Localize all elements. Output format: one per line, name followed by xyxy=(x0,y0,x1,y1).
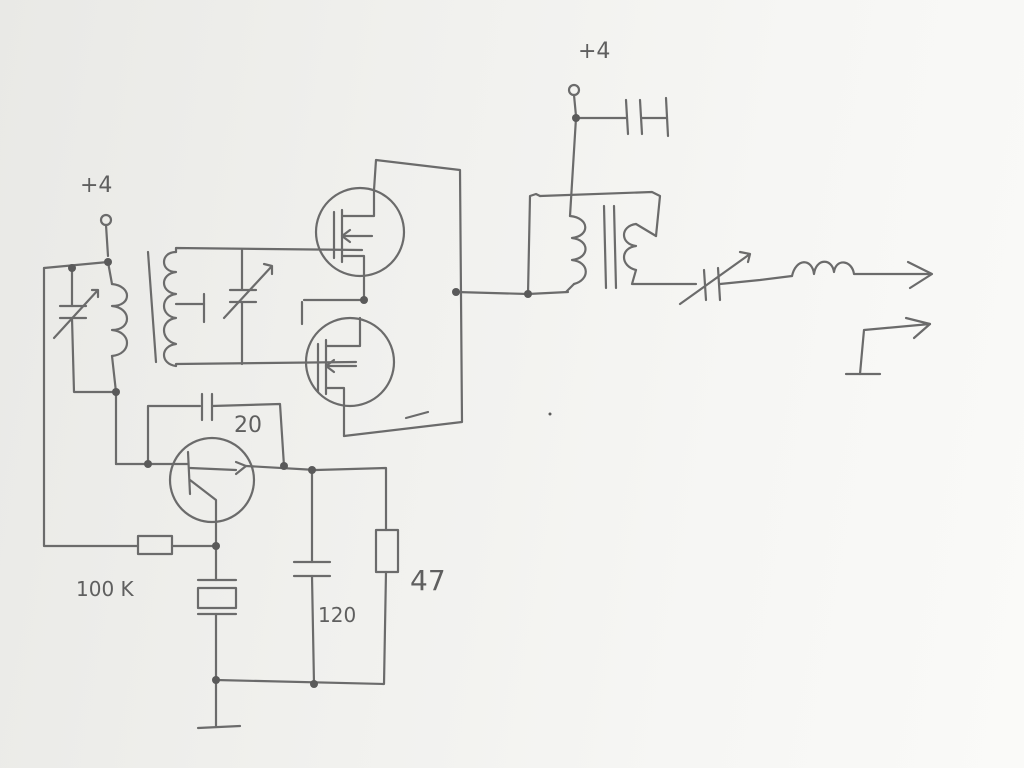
output-transformer xyxy=(526,116,698,296)
ground-arrow-icon xyxy=(904,316,932,340)
supply-label-right: +4 xyxy=(578,39,610,64)
bias-resistor xyxy=(136,534,218,556)
supply-terminal-right xyxy=(567,83,670,138)
bias-resistor-label: 100 K xyxy=(76,577,135,601)
emitter-resistor-label: 47 xyxy=(410,564,446,597)
secondary-tank-circuit xyxy=(162,246,364,368)
left-tank-circuit xyxy=(42,260,140,548)
emitter-capacitor xyxy=(292,468,332,686)
emitter-resistor xyxy=(214,466,400,686)
output-network xyxy=(678,250,934,306)
supply-label-left: +4 xyxy=(80,173,112,198)
emitter-cap-label: 120 xyxy=(318,603,356,627)
crystal xyxy=(196,544,242,730)
feedback-capacitor xyxy=(146,392,286,468)
supply-terminal-left xyxy=(99,213,113,258)
junction-dots xyxy=(68,114,580,688)
output-ground xyxy=(844,316,932,376)
upper-mosfet xyxy=(314,186,406,302)
transformer-core-left xyxy=(146,250,158,364)
oscillator-transistor xyxy=(114,436,318,548)
feedback-cap-label: 20 xyxy=(234,413,262,438)
output-bus xyxy=(342,158,530,438)
lower-mosfet xyxy=(300,300,396,438)
output-arrow-icon xyxy=(906,260,934,290)
